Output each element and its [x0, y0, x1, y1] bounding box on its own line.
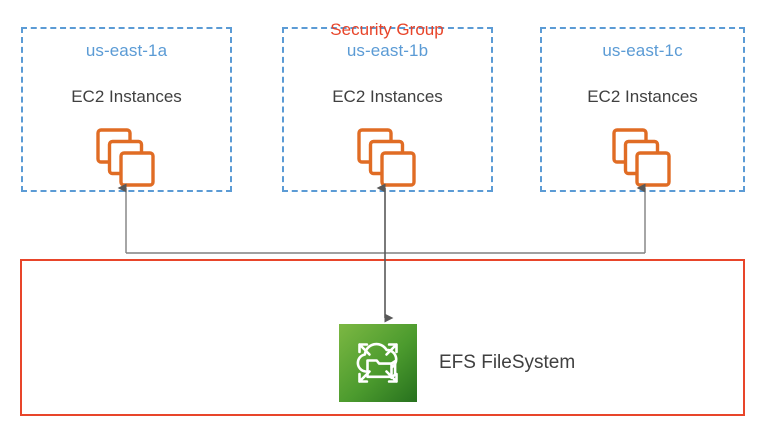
security-group-boundary: [20, 259, 745, 416]
ec2-instances-icon: [356, 127, 420, 189]
az-title-us-east-1b: us-east-1b: [346, 41, 429, 60]
az-resource-label-us-east-1c: EC2 Instances: [587, 87, 698, 106]
efs-filesystem-label: EFS FileSystem: [439, 352, 576, 373]
az-resource-label-us-east-1b: EC2 Instances: [332, 87, 443, 106]
az-title-us-east-1c: us-east-1c: [602, 41, 683, 60]
efs-filesystem-icon: [339, 324, 417, 402]
efs-filesystem-node: EFS FileSystem: [339, 324, 575, 402]
availability-zone-us-east-1b: us-east-1b EC2 Instances: [282, 27, 493, 192]
availability-zone-us-east-1a: us-east-1a EC2 Instances: [21, 27, 232, 192]
az-title-us-east-1a: us-east-1a: [85, 41, 168, 60]
az-resource-label-us-east-1a: EC2 Instances: [71, 87, 182, 106]
availability-zone-us-east-1c: us-east-1c EC2 Instances: [540, 27, 745, 192]
ec2-instances-icon: [611, 127, 675, 189]
ec2-instances-icon: [95, 127, 159, 189]
